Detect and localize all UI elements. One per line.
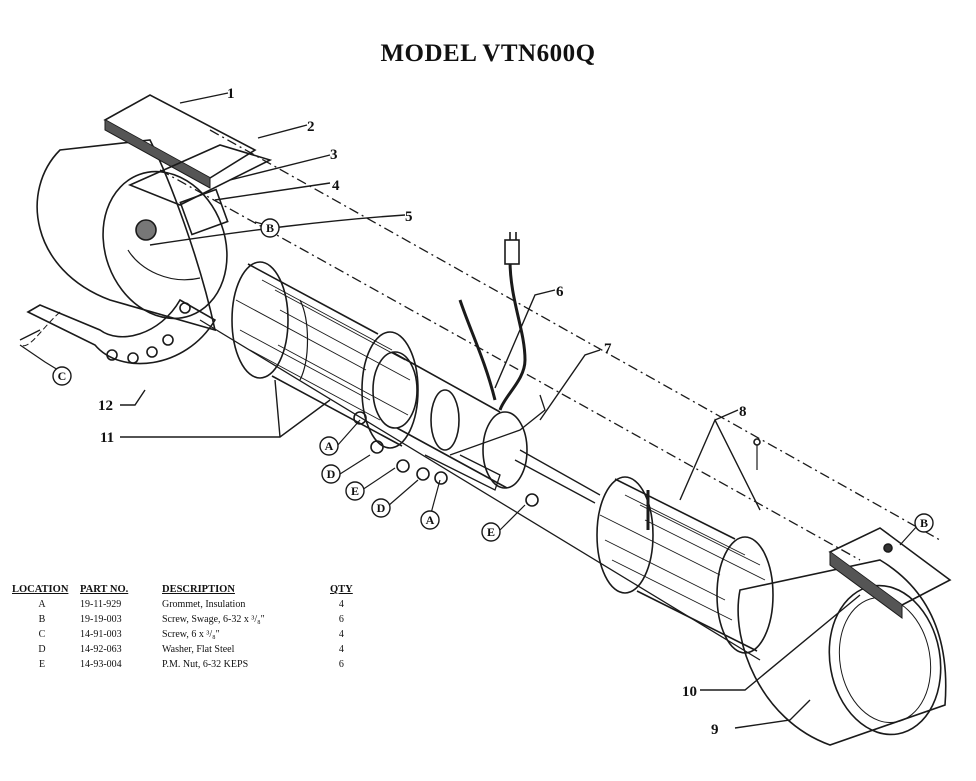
hardware-label-d-left: D xyxy=(327,467,336,481)
header-description: DESCRIPTION xyxy=(162,584,235,595)
cell-part-no: 19-11-929 xyxy=(80,599,122,610)
hardware-label-e-right: E xyxy=(487,525,495,539)
right-housing xyxy=(737,559,947,746)
callout-12: 12 xyxy=(98,398,113,414)
hardware-label-b-right: B xyxy=(920,516,928,530)
insulation-board-right xyxy=(828,527,952,606)
callout-1: 1 xyxy=(227,86,235,102)
cell-qty: 6 xyxy=(338,614,344,625)
cell-location: B xyxy=(38,614,46,625)
switch-block xyxy=(179,188,229,236)
blower-wheel-right xyxy=(596,476,774,654)
blower-wheel-left xyxy=(231,261,419,449)
cell-qty: 4 xyxy=(338,644,344,655)
hardware-label-d-right: D xyxy=(377,501,386,515)
cell-location: C xyxy=(38,629,46,640)
callout-4: 4 xyxy=(332,178,340,194)
cell-description: Screw, 6 x ³/₈" xyxy=(162,629,220,640)
table-row: C 14-91-003 Screw, 6 x ³/₈" 4 xyxy=(12,628,361,643)
cell-description: Washer, Flat Steel xyxy=(162,644,235,655)
cell-part-no: 14-93-004 xyxy=(80,659,122,670)
cell-qty: 6 xyxy=(338,659,344,670)
hardware-label-e-left: E xyxy=(351,484,359,498)
parts-table: LOCATION PART NO. DESCRIPTION QTY A 19-1… xyxy=(12,584,361,673)
bracket-left xyxy=(127,144,273,206)
cell-location: D xyxy=(38,644,46,655)
cell-part-no: 14-92-063 xyxy=(80,644,122,655)
cell-description: P.M. Nut, 6-32 KEPS xyxy=(162,659,249,670)
header-location: LOCATION xyxy=(12,584,69,595)
housing-bottom-line xyxy=(199,319,761,661)
cell-qty: 4 xyxy=(338,629,344,640)
header-qty: QTY xyxy=(330,584,353,595)
diagram-title: MODEL VTN600Q xyxy=(380,40,596,67)
table-row: D 14-92-063 Washer, Flat Steel 4 xyxy=(12,643,361,658)
cell-part-no: 14-91-003 xyxy=(80,629,122,640)
power-cord xyxy=(498,259,527,411)
table-row: E 14-93-004 P.M. Nut, 6-32 KEPS 6 xyxy=(12,658,361,673)
table-row: A 19-11-929 Grommet, Insulation 4 xyxy=(12,598,361,613)
hardware-label-c: C xyxy=(58,369,67,383)
cell-description: Grommet, Insulation xyxy=(162,599,246,610)
callout-9: 9 xyxy=(711,722,719,738)
cell-location: A xyxy=(38,599,46,610)
housing-top-dashed-2 xyxy=(209,129,941,541)
hardware-label-b-top: B xyxy=(266,221,274,235)
grommet-left xyxy=(135,219,157,241)
callout-3: 3 xyxy=(330,147,338,163)
table-row: B 19-19-003 Screw, Swage, 6-32 x ³/₈" 6 xyxy=(12,613,361,628)
callout-11: 11 xyxy=(100,430,114,446)
housing-top-dashed xyxy=(159,169,861,561)
callout-2: 2 xyxy=(307,119,315,135)
cell-part-no: 19-19-003 xyxy=(80,614,122,625)
callout-6: 6 xyxy=(556,284,564,300)
hardware-label-a-right: A xyxy=(426,513,435,527)
callout-10: 10 xyxy=(682,684,697,700)
callout-7: 7 xyxy=(604,341,612,357)
callout-5: 5 xyxy=(405,209,413,225)
cell-description: Screw, Swage, 6-32 x ³/₈" xyxy=(162,614,265,625)
callout-8: 8 xyxy=(739,404,747,420)
motor xyxy=(372,351,601,504)
header-part-no: PART NO. xyxy=(80,584,129,595)
cell-qty: 4 xyxy=(338,599,344,610)
cell-location: E xyxy=(38,659,46,670)
hardware-label-a-left: A xyxy=(325,439,334,453)
left-housing-end xyxy=(102,170,228,320)
left-housing xyxy=(36,139,217,332)
parts-table-header: LOCATION PART NO. DESCRIPTION QTY xyxy=(12,584,361,598)
mounting-flange xyxy=(26,298,217,365)
